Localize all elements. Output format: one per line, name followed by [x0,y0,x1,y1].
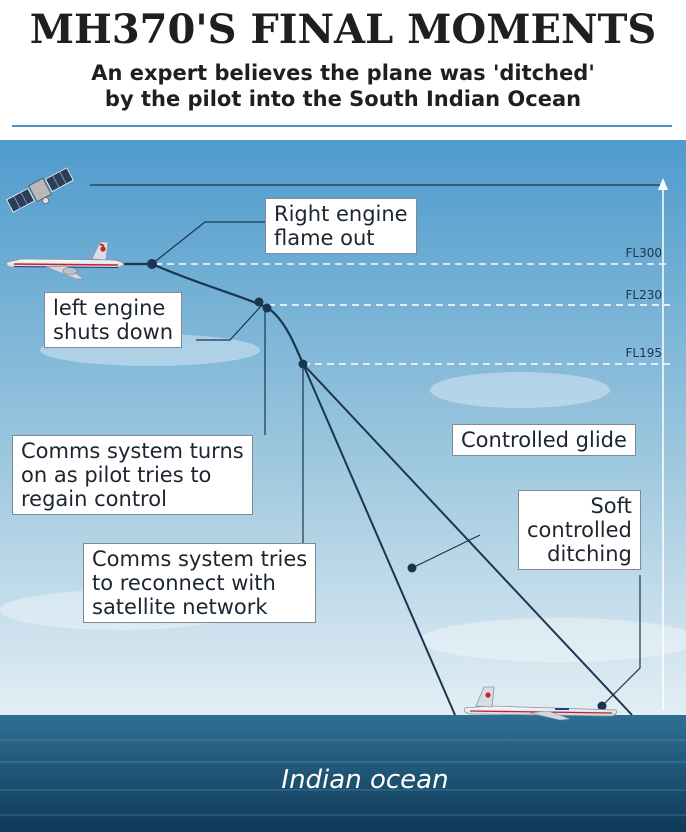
callout-line: left engine [53,296,166,320]
callout-line: Soft [590,494,632,518]
satellite-icon [6,167,74,213]
marker-controlled-glide [407,563,417,573]
callout-comms-reconnect: Comms system tries to reconnect with sat… [83,543,317,623]
callout-soft-ditching: Soft controlled ditching [518,490,641,570]
callout-line: satellite network [92,595,268,619]
page-subtitle: An expert believes the plane was 'ditche… [0,60,686,112]
level-label-fl195: FL195 [626,346,663,360]
airplane-icon [6,241,125,280]
ocean-waves [0,739,686,816]
ocean-label: Indian ocean [281,765,448,795]
title-divider [12,125,672,127]
marker-comms-turns-on [262,303,272,313]
altitude-axis-arrow [658,178,668,190]
callout-line: Controlled glide [461,428,627,452]
subtitle-line: An expert believes the plane was 'ditche… [91,61,595,85]
glide-descent-line [302,363,633,716]
marker-comms-reconnect [298,359,308,369]
callout-line: Comms system turns [21,439,244,463]
callout-line: to reconnect with [92,571,276,595]
leader-controlled-glide [411,534,481,569]
callout-line: Right engine [274,202,408,226]
ocean [0,715,686,832]
callout-line: ditching [547,542,632,566]
leader-left-engine [196,304,263,341]
subtitle-line: by the pilot into the South Indian Ocean [104,87,582,111]
callout-line: controlled [527,518,632,542]
level-label-fl300: FL300 [626,246,663,260]
callout-line: on as pilot tries to [21,463,212,487]
marker-soft-ditching [597,701,607,711]
callout-controlled-glide: Controlled glide [452,424,636,456]
page-title: MH370'S FINAL MOMENTS [29,6,657,53]
marker-left-engine [254,297,264,307]
callout-line: regain control [21,487,167,511]
callout-comms-turns-on: Comms system turns on as pilot tries to … [12,435,253,515]
callout-right-engine: Right engine flame out [265,198,417,254]
callout-left-engine: left engine shuts down [44,292,183,348]
ditched-airplane-icon [463,686,617,721]
callout-line: Comms system tries [92,547,308,571]
callout-line: flame out [274,226,375,250]
level-label-fl230: FL230 [626,288,663,302]
callout-line: shuts down [53,320,174,344]
leader-right-engine [151,221,265,265]
marker-right-engine [147,259,157,269]
steep-descent-line [302,363,456,716]
leader-soft-ditching [601,575,641,707]
